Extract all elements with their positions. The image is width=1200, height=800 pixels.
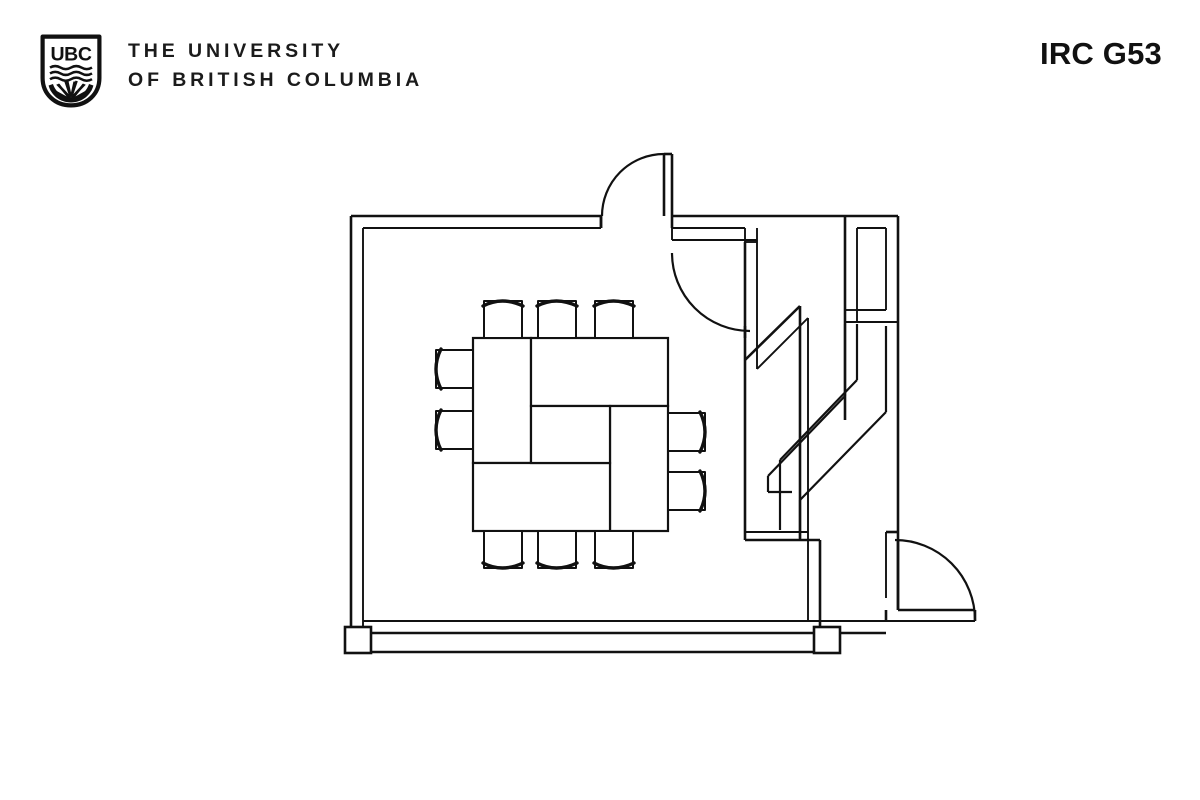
chair-left-1[interactable] xyxy=(434,347,474,391)
table-east[interactable] xyxy=(608,404,670,533)
chair-right-2[interactable] xyxy=(667,469,707,513)
chair-top-3[interactable] xyxy=(592,299,636,339)
chair-top-1[interactable] xyxy=(481,299,525,339)
conference-table-group[interactable] xyxy=(471,336,670,533)
wordmark-line-2: OF BRITISH COLUMBIA xyxy=(128,68,424,91)
floorplan-container xyxy=(0,120,1200,800)
stair-shaft xyxy=(766,216,900,610)
chair-right-1[interactable] xyxy=(667,410,707,454)
floorplan-drawing xyxy=(343,152,977,655)
chair-bottom-2[interactable] xyxy=(535,530,579,570)
room-label: IRC G53 xyxy=(1040,36,1162,71)
svg-text:UBC: UBC xyxy=(50,44,91,66)
door-top[interactable] xyxy=(599,152,665,228)
door-lower-right[interactable] xyxy=(886,530,977,621)
wordmark-line-1: THE UNIVERSITY xyxy=(128,40,345,62)
column-bottom-left xyxy=(343,625,373,655)
table-south[interactable] xyxy=(471,461,612,533)
ubc-shield-logo-icon: UBC xyxy=(40,34,102,108)
wordmark: THE UNIVERSITY OF BRITISH COLUMBIA xyxy=(128,34,423,90)
lower-right-vestibule xyxy=(820,532,977,635)
chair-bottom-1[interactable] xyxy=(481,530,525,570)
room-perimeter-walls xyxy=(349,152,898,654)
chair-left-2[interactable] xyxy=(434,408,474,452)
brand-lockup: UBC THE UNIVERSITY OF BRITISH COLUMBIA xyxy=(40,34,423,108)
chair-top-2[interactable] xyxy=(535,299,579,339)
table-north[interactable] xyxy=(529,336,670,408)
table-center[interactable] xyxy=(529,404,612,465)
column-bottom-right xyxy=(812,625,842,655)
table-west[interactable] xyxy=(471,336,533,465)
chair-bottom-3[interactable] xyxy=(592,530,636,570)
page-header: UBC THE UNIVERSITY OF BRITISH COLUMBIA xyxy=(0,0,1200,120)
door-corridor[interactable] xyxy=(670,252,751,338)
